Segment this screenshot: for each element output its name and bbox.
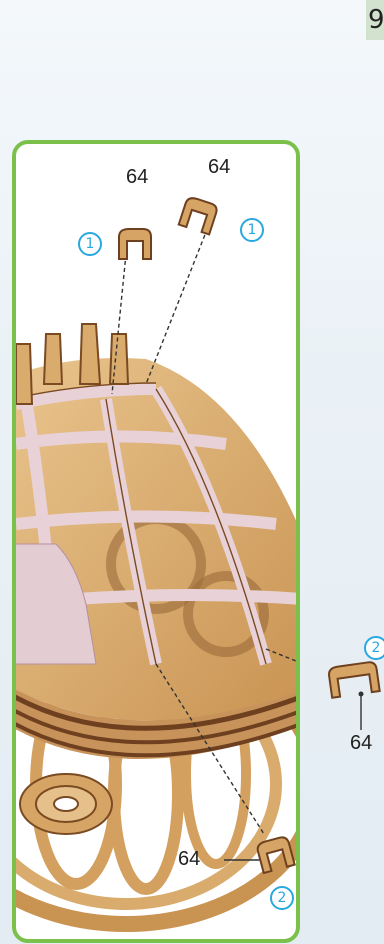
- part-number-top-right: 64: [208, 156, 230, 179]
- clip-part-top-left: [119, 229, 151, 259]
- marker-1-right: 1: [240, 218, 264, 242]
- bottom-gear: [20, 774, 112, 834]
- marker-1-left: 1: [78, 232, 102, 256]
- marker-2-bottom: 2: [270, 886, 294, 910]
- clip-part-top-right: [179, 196, 219, 234]
- instruction-panel: 64 64 64 1 1 2: [12, 140, 300, 943]
- marker-2-right: 2: [364, 636, 384, 660]
- part-number-right: 64: [350, 732, 372, 755]
- part-number-bottom: 64: [178, 848, 200, 871]
- step-number: 9: [368, 5, 384, 35]
- globe-assembly-illustration: [16, 144, 296, 939]
- clip-part-right: [328, 661, 380, 697]
- dome-interior: [16, 358, 296, 720]
- part-number-top-left: 64: [126, 166, 148, 189]
- step-number-tab: 9: [366, 0, 384, 40]
